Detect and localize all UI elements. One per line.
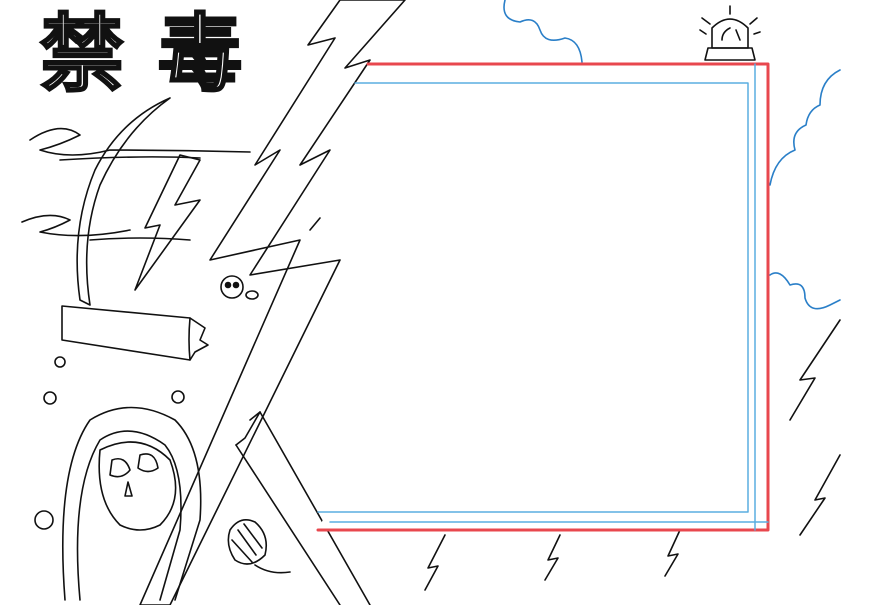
alarm-light-icon xyxy=(699,5,761,61)
skull-icon xyxy=(220,275,259,300)
wave-lines xyxy=(21,127,251,241)
syringe-band xyxy=(227,411,371,605)
scythe-icon xyxy=(61,97,209,361)
grim-reaper-icon xyxy=(61,406,202,601)
small-lightning-icon xyxy=(134,154,201,291)
content-frame-fill xyxy=(318,64,768,530)
right-lightning xyxy=(424,319,841,591)
big-lightning-icon xyxy=(139,0,406,605)
cloud-icon xyxy=(503,0,841,310)
content-frame xyxy=(316,62,770,532)
bubbles xyxy=(34,356,185,530)
poster-title: 禁毒 xyxy=(39,5,277,103)
